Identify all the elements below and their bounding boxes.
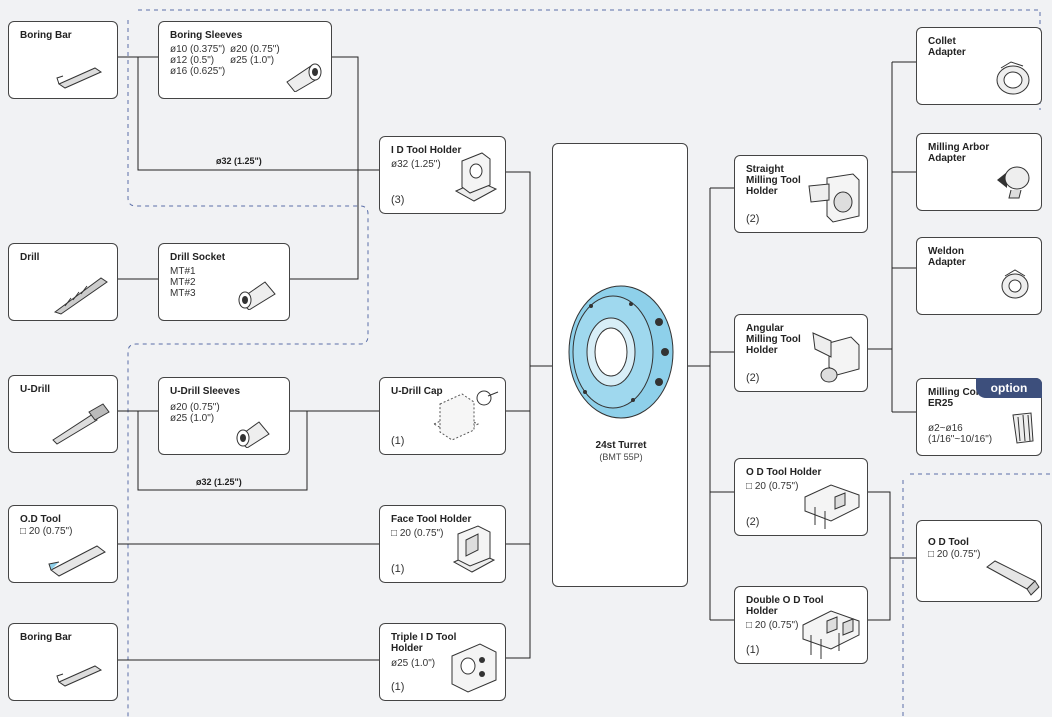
od-tool-left-title: O.D Tool xyxy=(20,514,61,525)
boring-bar-icon xyxy=(55,660,105,688)
milling-collet-icon xyxy=(1009,409,1037,447)
milling-collet-box[interactable]: Milling Collet ER25 option ø2~ø16 (1/16"… xyxy=(916,378,1042,456)
option-badge: option xyxy=(976,378,1042,398)
id-tool-holder-box[interactable]: I D Tool Holder ø32 (1.25") (3) xyxy=(379,136,506,214)
turret-icon xyxy=(561,282,681,422)
angular-milling-icon xyxy=(807,327,865,389)
drill-socket-box[interactable]: Drill Socket MT#1 MT#2 MT#3 xyxy=(158,243,290,321)
milling-collet-spec: ø2~ø16 (1/16"~10/16") xyxy=(928,423,992,445)
weldon-adapter-icon xyxy=(995,264,1035,304)
od-tool-icon xyxy=(983,557,1041,597)
od-holder-icon xyxy=(801,477,865,533)
face-tool-holder-spec: □ 20 (0.75") xyxy=(391,528,443,539)
u-drill-icon xyxy=(49,402,111,446)
double-od-tool-holder-box[interactable]: Double O D Tool Holder □ 20 (0.75") (1) xyxy=(734,586,868,664)
od-tool-left-box[interactable]: O.D Tool □ 20 (0.75") xyxy=(8,505,118,583)
drill-box[interactable]: Drill xyxy=(8,243,118,321)
angular-milling-holder-title: Angular Milling Tool Holder xyxy=(746,323,801,356)
boring-bar-bottom-box[interactable]: Boring Bar xyxy=(8,623,118,701)
u-drill-cap-qty: (1) xyxy=(391,435,404,447)
milling-arbor-adapter-box[interactable]: Milling Arbor Adapter xyxy=(916,133,1042,211)
od-tool-icon xyxy=(47,540,109,578)
od-tool-right-spec: □ 20 (0.75") xyxy=(928,549,980,560)
boring-bar-bottom-title: Boring Bar xyxy=(20,632,72,643)
boring-bar-top-title: Boring Bar xyxy=(20,30,72,41)
u-drill-cap-icon xyxy=(426,386,504,452)
od-tool-holder-box[interactable]: O D Tool Holder □ 20 (0.75") (2) xyxy=(734,458,868,536)
triple-id-tool-holder-spec: ø25 (1.0") xyxy=(391,658,435,669)
face-tool-holder-qty: (1) xyxy=(391,563,404,575)
od-tool-right-box[interactable]: O D Tool □ 20 (0.75") xyxy=(916,520,1042,602)
id-tool-holder-spec: ø32 (1.25") xyxy=(391,159,441,170)
face-holder-icon xyxy=(448,522,502,578)
drill-icon xyxy=(51,272,111,316)
u-drill-sleeves-spec: ø20 (0.75") ø25 (1.0") xyxy=(170,402,220,424)
boring-bar-icon xyxy=(55,62,105,90)
boring-sleeves-title: Boring Sleeves xyxy=(170,30,242,41)
double-od-holder-icon xyxy=(799,603,865,663)
straight-milling-icon xyxy=(805,170,865,232)
straight-milling-holder-box[interactable]: Straight Milling Tool Holder (2) xyxy=(734,155,868,233)
boring-sleeves-box[interactable]: Boring Sleeves ø10 (0.375") ø12 (0.5") ø… xyxy=(158,21,332,99)
double-od-tool-holder-qty: (1) xyxy=(746,644,759,656)
turret-title: 24st Turret xyxy=(553,440,689,451)
od-tool-left-spec: □ 20 (0.75") xyxy=(20,526,72,537)
u-drill-sleeves-title: U-Drill Sleeves xyxy=(170,386,240,397)
weldon-adapter-box[interactable]: Weldon Adapter xyxy=(916,237,1042,315)
turret-box[interactable]: 24st Turret (BMT 55P) xyxy=(552,143,688,587)
milling-arbor-adapter-title: Milling Arbor Adapter xyxy=(928,142,989,164)
boring-bar-top-box[interactable]: Boring Bar xyxy=(8,21,118,99)
face-tool-holder-box[interactable]: Face Tool Holder □ 20 (0.75") (1) xyxy=(379,505,506,583)
boring-sleeve-icon xyxy=(281,58,325,92)
od-tool-holder-spec: □ 20 (0.75") xyxy=(746,481,798,492)
collet-adapter-icon xyxy=(991,58,1035,100)
od-tool-holder-qty: (2) xyxy=(746,516,759,528)
triple-id-holder-icon xyxy=(446,636,502,696)
drill-socket-icon xyxy=(233,272,281,310)
angular-milling-holder-qty: (2) xyxy=(746,372,759,384)
dashed-left-outline xyxy=(128,20,368,717)
triple-id-tool-holder-box[interactable]: Triple I D Tool Holder ø25 (1.0") (1) xyxy=(379,623,506,701)
od-tool-right-title: O D Tool xyxy=(928,537,969,548)
milling-arbor-icon xyxy=(993,158,1037,200)
u-drill-sleeve-icon xyxy=(231,412,275,448)
collet-adapter-box[interactable]: Collet Adapter xyxy=(916,27,1042,105)
collet-adapter-title: Collet Adapter xyxy=(928,36,966,58)
angular-milling-holder-box[interactable]: Angular Milling Tool Holder (2) xyxy=(734,314,868,392)
turret-subtitle: (BMT 55P) xyxy=(553,452,689,462)
u-drill-sleeves-box[interactable]: U-Drill Sleeves ø20 (0.75") ø25 (1.0") xyxy=(158,377,290,455)
double-od-tool-holder-spec: □ 20 (0.75") xyxy=(746,620,798,631)
id-holder-icon xyxy=(450,151,502,209)
boring-sleeves-sizes-col1: ø10 (0.375") ø12 (0.5") ø16 (0.625") xyxy=(170,44,225,77)
id-tool-holder-qty: (3) xyxy=(391,194,404,206)
weldon-adapter-title: Weldon Adapter xyxy=(928,246,966,268)
straight-milling-holder-title: Straight Milling Tool Holder xyxy=(746,164,801,197)
straight-milling-holder-qty: (2) xyxy=(746,213,759,225)
u-drill-cap-box[interactable]: U-Drill Cap (1) xyxy=(379,377,506,455)
u-drill-box[interactable]: U-Drill xyxy=(8,375,118,453)
drill-socket-spec: MT#1 MT#2 MT#3 xyxy=(170,266,196,299)
boring-sleeves-sizes-col2: ø20 (0.75") ø25 (1.0") xyxy=(230,44,280,66)
drill-title: Drill xyxy=(20,252,39,263)
drill-socket-title: Drill Socket xyxy=(170,252,225,263)
u-drill-title: U-Drill xyxy=(20,384,50,395)
phi32-line-label-top: ø32 (1.25") xyxy=(216,156,262,166)
triple-id-tool-holder-qty: (1) xyxy=(391,681,404,693)
phi32-line-label-bottom: ø32 (1.25") xyxy=(196,477,242,487)
